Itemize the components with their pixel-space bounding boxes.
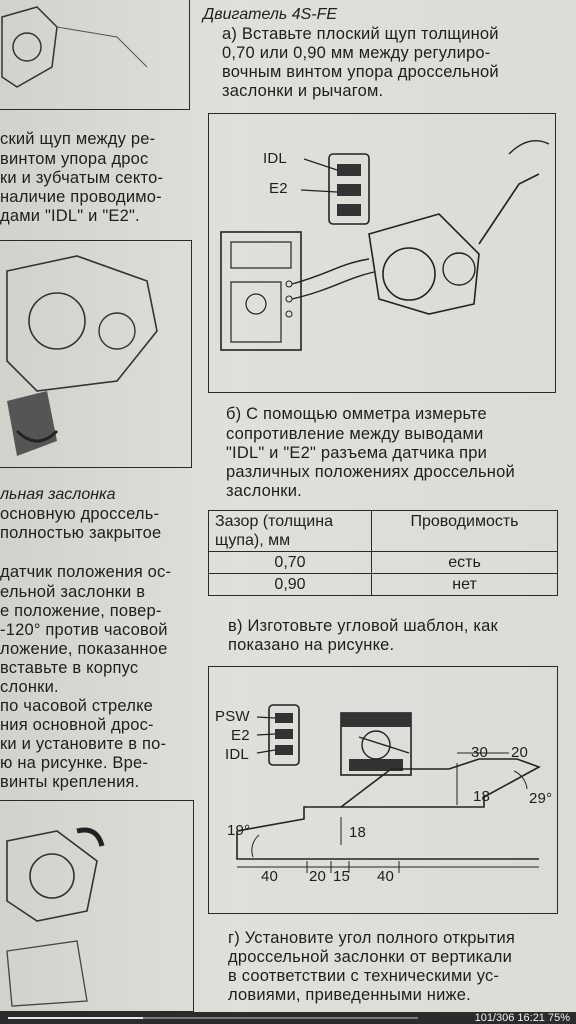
left-figure-middle [0,240,192,468]
reader-status-bar: 101/306 16:21 75% [0,1012,576,1024]
table-header-gap: Зазор (толщина щупа), мм [208,510,372,552]
step-a-line: заслонки и рычагом. [222,82,384,100]
left-text-line: наличие проводимо- [0,188,162,206]
step-v-line: в) Изготовьте угловой шаблон, как [228,617,498,635]
step-b-line: сопротивление между выводами [226,425,484,443]
dim-18-right: 18 [473,788,491,805]
fig2-label-psw: PSW [215,708,250,725]
step-a-line: 0,70 или 0,90 мм между регулиро- [222,44,491,62]
left-text-line: е положение, повер- [0,602,162,620]
table-row: 0,70 есть [208,551,558,574]
left-section-title: льная заслонка [0,486,116,503]
engine-heading: Двигатель 4S-FE [203,6,338,23]
reading-progress-bar[interactable] [8,1017,418,1019]
table-header-row: Зазор (толщина щупа), мм Проводимость [208,510,558,552]
left-text-line: полностью закрытое [0,524,162,542]
step-g-line: ловиями, приведенными ниже. [228,986,471,1004]
dim-40-left: 40 [261,868,279,885]
step-a-line: вочным винтом упора дроссельной [222,63,499,81]
fig1-label-idl: IDL [263,150,287,167]
dim-20-top: 20 [511,744,529,761]
fig2-label-idl: IDL [225,746,249,763]
table-row: 0,90 нет [208,573,558,596]
step-g-line: г) Установите угол полного открытия [228,929,516,947]
left-text-line: основную дроссель- [0,505,160,523]
left-text-line: ки и зубчатым секто- [0,169,164,187]
throttle-body-drawing-top [1,6,148,88]
fig2-label-e2: E2 [231,727,250,744]
table-header-gap-line: Зазор (толщина [215,513,333,530]
left-text-line: ельной заслонки в [0,583,146,601]
left-text-line: ложение, показанное [0,640,168,658]
left-text-line: ский щуп между ре- [0,130,156,148]
table-cell-continuity: нет [371,573,558,596]
left-text-line: дами "IDL" и "E2". [0,207,140,225]
fig1-label-e2: E2 [269,180,288,197]
reading-progress-fill [8,1017,144,1019]
dim-30: 30 [471,744,489,761]
left-text-line: по часовой стрелке [0,697,154,715]
table-header-continuity: Проводимость [371,510,558,552]
throttle-position-sensor-drawing [6,255,158,456]
step-b-line: различных положениях дроссельной [226,463,515,481]
dim-29-angle: 29° [529,790,553,807]
dim-19-angle: 19° [227,822,251,839]
step-g-line: дроссельной заслонки от вертикали [228,948,513,966]
step-b-line: "IDL" и "E2" разъема датчика при [226,444,488,462]
ohmmeter-drawing [220,140,550,351]
sensor-install-drawing [6,827,105,1007]
angle-template-drawing [236,704,541,873]
left-text-line: датчик положения ос- [0,563,172,581]
table-header-gap-line: щупа), мм [215,532,291,549]
table-cell-gap: 0,90 [208,573,372,596]
left-text-line: ния основной дрос- [0,716,154,734]
left-text-line: ки и установите в по- [0,735,167,753]
step-a-line: а) Вставьте плоский щуп толщиной [222,25,499,43]
angle-template-figure: PSW E2 IDL 30 20 29° 18 19° 18 40 20 15 … [208,666,558,914]
step-v-line: показано на рисунке. [228,636,395,654]
dim-15: 15 [333,868,351,885]
dim-18-left: 18 [349,824,367,841]
left-text-line: вставьте в корпус [0,659,139,677]
left-text-line: ю на рисунке. Вре- [0,754,149,772]
left-text-line: -120° против часовой [0,621,168,639]
table-cell-continuity: есть [371,551,558,574]
left-figure-bottom [0,800,194,1012]
table-cell-gap: 0,70 [208,551,372,574]
dim-20-bottom: 20 [309,868,327,885]
dim-40-right: 40 [377,868,395,885]
step-g-line: в соответствии с техническими ус- [228,967,500,985]
ohmmeter-figure: IDL E2 [208,113,556,393]
step-b-line: заслонки. [226,482,302,500]
status-info: 101/306 16:21 75% [474,1012,570,1024]
left-text-line: слонки. [0,678,59,696]
left-text-line: винтом упора дрос [0,150,149,168]
left-text-line: винты крепления. [0,773,140,791]
continuity-table: Зазор (толщина щупа), мм Проводимость 0,… [208,510,558,596]
left-figure-top [0,0,190,110]
step-b-line: б) С помощью омметра измерьте [226,405,487,423]
